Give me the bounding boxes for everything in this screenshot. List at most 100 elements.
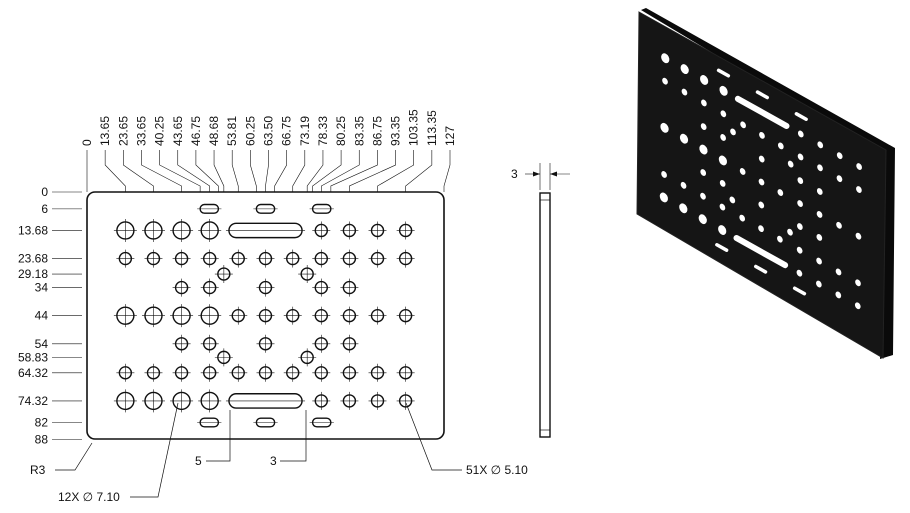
x-dim-label: 13.65 (98, 116, 112, 146)
corner-radius-label: R3 (30, 463, 46, 477)
iso-small-hole (758, 201, 765, 209)
x-ordinate-line (195, 150, 219, 192)
holes (113, 203, 415, 428)
x-dim-label: 40.25 (153, 116, 167, 146)
x-dim-label: 113.35 (425, 110, 439, 146)
iso-small-hole (758, 225, 764, 233)
iso-small-hole (719, 203, 726, 211)
iso-large-hole (661, 53, 670, 64)
iso-large-hole (680, 64, 689, 75)
x-dim-label: 86.75 (370, 116, 384, 146)
x-dim-label: 46.75 (189, 116, 203, 146)
x-dim-label: 93.35 (389, 116, 403, 146)
x-ordinate-line (330, 150, 378, 192)
y-dimensions: 0613.6823.6829.1834445458.8364.3274.3282… (18, 185, 82, 446)
x-ordinate-line (443, 150, 451, 192)
x-ordinate-line (213, 150, 225, 192)
iso-small-hole (787, 228, 793, 236)
iso-small-hole (835, 268, 842, 276)
x-ordinate-line (405, 150, 433, 192)
x-dim-label: 73.19 (298, 116, 312, 146)
iso-small-hole (797, 223, 803, 230)
iso-small-hole (777, 189, 784, 196)
iso-small-hole (856, 186, 862, 193)
iso-short-slot (716, 68, 731, 78)
iso-small-hole (855, 279, 861, 287)
thickness-label: 3 (511, 167, 518, 181)
x-ordinate-line (177, 150, 211, 192)
x-ordinate-line (349, 150, 396, 192)
iso-small-hole (816, 280, 822, 288)
x-dim-label: 66.75 (280, 116, 294, 146)
iso-short-slot (755, 90, 769, 100)
x-ordinate-line (159, 150, 201, 192)
x-ordinate-line (306, 150, 324, 192)
side-view (525, 163, 570, 438)
iso-short-slot (754, 264, 768, 274)
iso-small-hole (796, 246, 803, 254)
x-dim-label: 0 (80, 139, 94, 146)
y-dim-label: 23.68 (18, 252, 48, 266)
iso-large-hole (718, 155, 728, 166)
iso-small-hole (816, 211, 823, 218)
iso-small-hole (700, 192, 706, 200)
iso-short-slot (794, 112, 808, 121)
y-dim-label: 54 (35, 337, 49, 351)
iso-small-hole (719, 179, 726, 187)
iso-small-hole (816, 188, 823, 195)
iso-small-hole (700, 169, 707, 176)
iso-short-slot (715, 243, 729, 252)
iso-small-hole (856, 163, 862, 170)
iso-small-hole (759, 131, 765, 139)
x-ordinate-line (231, 150, 239, 192)
x-ordinate-line (250, 150, 257, 192)
iso-small-hole (836, 152, 843, 160)
iso-small-hole (720, 110, 727, 118)
iso-short-slot (792, 286, 807, 296)
iso-small-hole (817, 164, 823, 172)
iso-large-hole (659, 192, 668, 203)
side-plate (539, 192, 551, 438)
iso-small-hole (681, 88, 688, 96)
iso-small-hole (854, 302, 861, 310)
x-dim-label: 33.65 (134, 116, 148, 146)
iso-small-hole (816, 257, 822, 265)
y-dim-label: 6 (41, 202, 48, 216)
x-ordinate-line (104, 150, 126, 192)
iso-small-hole (662, 77, 668, 85)
iso-small-hole (661, 171, 667, 178)
iso-large-hole (698, 214, 707, 225)
iso-large-hole (718, 225, 727, 235)
y-dim-label: 74.32 (18, 394, 48, 408)
iso-small-hole (855, 232, 862, 240)
iso-small-hole (729, 196, 736, 204)
iso-small-hole (797, 130, 804, 138)
iso-small-hole (758, 155, 765, 163)
x-dim-label: 127 (443, 126, 457, 146)
iso-small-hole (739, 168, 746, 175)
x-ordinate-line (320, 150, 360, 192)
iso-small-hole (796, 269, 803, 277)
x-ordinate-line (141, 150, 182, 192)
x-dim-label: 63.50 (262, 116, 276, 146)
iso-large-hole (660, 122, 669, 133)
iso-small-hole (797, 153, 804, 161)
x-dim-label: 83.35 (352, 116, 366, 146)
iso-large-hole (719, 85, 728, 96)
isometric-view (636, 8, 895, 359)
y-dim-label: 34 (35, 281, 49, 295)
slot-dim-5: 5 (195, 454, 202, 468)
x-ordinate-line (292, 150, 306, 192)
x-dim-label: 103.35 (407, 109, 421, 146)
x-dim-label: 23.65 (116, 116, 130, 146)
x-ordinate-line (377, 150, 415, 192)
slot-dim-3: 3 (270, 454, 277, 468)
x-ordinate-line (123, 150, 154, 192)
y-dim-label: 0 (41, 185, 48, 199)
y-dim-label: 88 (35, 432, 49, 446)
iso-small-hole (836, 221, 842, 229)
x-ordinate-line (312, 150, 342, 192)
iso-small-hole (701, 99, 707, 107)
